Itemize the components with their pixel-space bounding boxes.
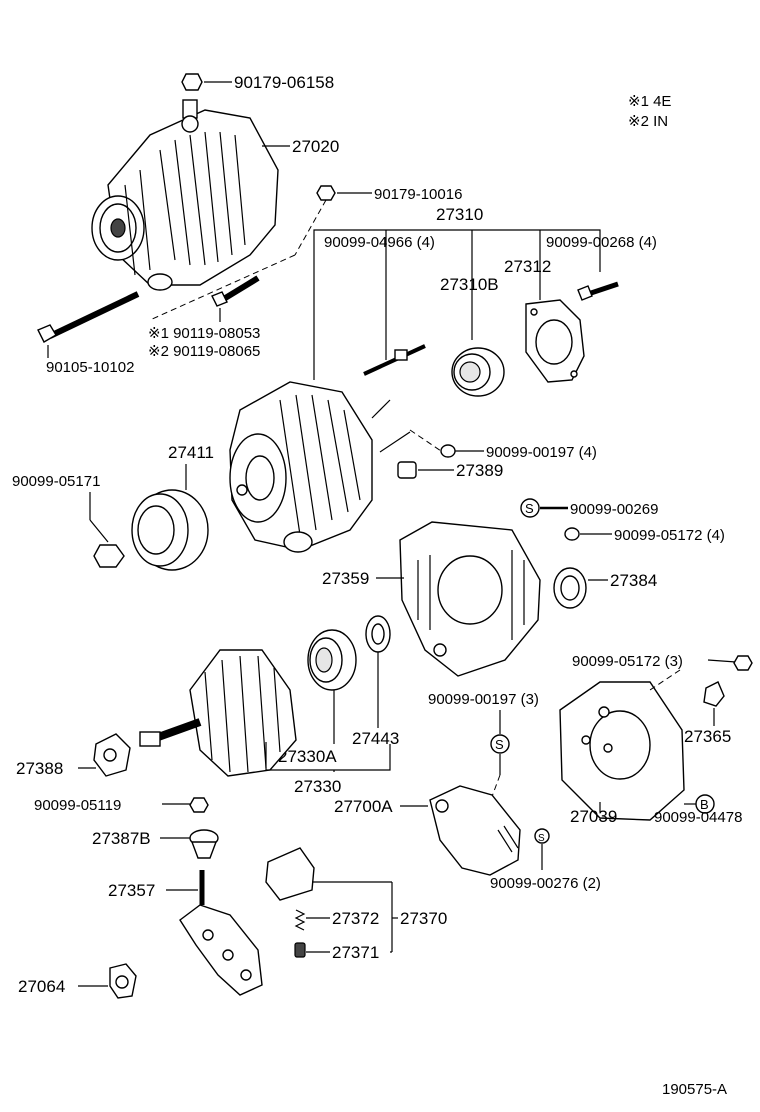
s-marker-icon — [534, 828, 550, 844]
nut-icon — [564, 527, 580, 541]
callout-27370: 27370 — [400, 909, 447, 928]
holder-icon — [93, 733, 131, 777]
rear-cover-icon — [559, 681, 685, 821]
callout-27312: 27312 — [504, 257, 551, 276]
figure-id: 190575-A — [662, 1081, 727, 1098]
callout-90105-10102: 90105-10102 — [46, 359, 134, 376]
callout-90119-08053: ※1 90119-08053 — [148, 325, 260, 342]
insulator-icon — [189, 829, 219, 859]
callout-27388: 27388 — [16, 759, 63, 778]
callout-90119-08065: ※2 90119-08065 — [148, 343, 260, 360]
callout-27700A: 27700A — [334, 797, 393, 816]
retainer-plate-icon — [525, 299, 585, 383]
bolt-icon — [577, 281, 619, 301]
nut-icon — [316, 185, 336, 201]
washer-icon — [109, 963, 137, 999]
callout-27330A: 27330A — [278, 747, 337, 766]
brush-holder-icon — [265, 847, 315, 901]
callout-90099-04478: 90099-04478 — [654, 809, 742, 826]
callout-27310B: 27310B — [440, 275, 499, 294]
callout-90099-05172-4: 90099-05172 (4) — [614, 527, 725, 544]
rear-frame-icon — [399, 521, 541, 677]
callout-27389: 27389 — [456, 461, 503, 480]
marker-s: S — [525, 501, 534, 516]
callout-27387B: 27387B — [92, 829, 151, 848]
legend-line-4e: ※1 4E — [628, 93, 671, 110]
bolt-icon — [37, 291, 140, 343]
nut-icon — [189, 797, 209, 813]
insulator-icon — [397, 461, 417, 479]
callout-90099-04966: 90099-04966 (4) — [324, 234, 435, 251]
callout-90099-00276: 90099-00276 (2) — [490, 875, 601, 892]
marker-b: B — [700, 797, 709, 812]
bolt-icon — [211, 275, 260, 307]
callout-27371: 27371 — [332, 943, 379, 962]
marker-s: S — [538, 833, 545, 844]
callout-27310: 27310 — [436, 205, 483, 224]
screw-icon — [440, 444, 456, 458]
callout-90179-06158: 90179-06158 — [234, 73, 334, 92]
callout-90179-10016: 90179-10016 — [374, 186, 462, 203]
callout-27411: 27411 — [168, 443, 214, 462]
callout-90099-00197-4: 90099-00197 (4) — [486, 444, 597, 461]
spring-icon — [294, 909, 306, 931]
s-marker-icon — [520, 498, 540, 518]
alternator-midsection-drawing — [229, 381, 373, 553]
alternator-assembly-drawing — [91, 99, 279, 291]
pulley-icon — [131, 489, 209, 571]
callout-27365: 27365 — [684, 727, 731, 746]
callout-27384: 27384 — [610, 571, 657, 590]
callout-90099-00269: 90099-00269 — [570, 501, 658, 518]
bearing-icon — [451, 347, 505, 397]
callout-27372: 27372 — [332, 909, 379, 928]
callout-90099-05119: 90099-05119 — [34, 797, 121, 814]
callout-27357: 27357 — [108, 881, 155, 900]
cover-icon — [553, 567, 587, 609]
rectifier-icon — [179, 904, 263, 996]
insulator-icon — [703, 681, 725, 707]
callout-27064: 27064 — [18, 977, 65, 996]
callout-27359: 27359 — [322, 569, 369, 588]
callout-27443: 27443 — [352, 729, 399, 748]
callout-90099-05172-3: 90099-05172 (3) — [572, 653, 683, 670]
callout-27330: 27330 — [294, 777, 341, 796]
brush-icon — [294, 942, 306, 958]
callout-90099-00268: 90099-00268 (4) — [546, 234, 657, 251]
seal-icon — [365, 615, 391, 653]
regulator-icon — [429, 785, 521, 876]
legend-line-in: ※2 IN — [628, 113, 668, 130]
callout-90099-05171: 90099-05171 — [12, 473, 100, 490]
rotor-icon — [139, 649, 297, 777]
callout-90099-00197-3: 90099-00197 (3) — [428, 691, 539, 708]
marker-s: S — [495, 737, 504, 752]
s-marker-icon — [490, 734, 510, 754]
stud-icon — [363, 344, 426, 376]
nut-icon — [181, 73, 203, 91]
callout-27020: 27020 — [292, 137, 339, 156]
bearing-icon — [307, 629, 357, 691]
nut-icon — [93, 544, 125, 568]
callout-27039: 27039 — [570, 807, 617, 826]
nut-icon — [733, 655, 753, 671]
b-marker-icon — [695, 794, 715, 814]
